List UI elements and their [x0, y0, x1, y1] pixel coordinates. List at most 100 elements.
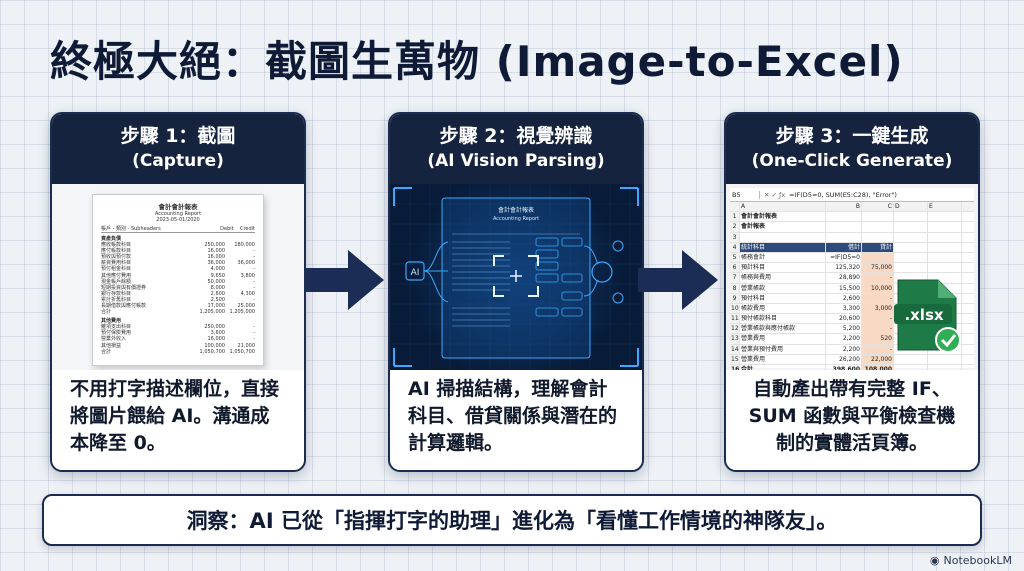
sheet-cell[interactable]: [826, 222, 862, 232]
sheet-cell[interactable]: [928, 354, 962, 364]
sheet-cell[interactable]: 預計科目: [740, 263, 826, 273]
sheet-cell[interactable]: 營業費用: [740, 334, 826, 344]
sheet-cell[interactable]: 20,600: [826, 314, 862, 324]
doc-row-credit: -: [253, 278, 255, 285]
sheet-cell[interactable]: 帳款費用: [740, 303, 826, 314]
sheet-cell[interactable]: 1: [730, 212, 740, 222]
sheet-cell[interactable]: [928, 222, 962, 232]
sheet-cell[interactable]: 9: [730, 293, 740, 303]
sheet-cell[interactable]: -: [862, 344, 894, 354]
sheet-cell[interactable]: 2,200: [826, 344, 862, 354]
sheet-cell[interactable]: [928, 365, 962, 370]
sheet-cell[interactable]: [928, 293, 962, 303]
sheet-cell[interactable]: [928, 263, 962, 273]
sheet-cell[interactable]: 帳務與費用: [740, 273, 826, 283]
sheet-cell[interactable]: 8: [730, 283, 740, 293]
formula-text: =IF(D5=0, SUM(E5:C28), "Error"): [789, 190, 897, 199]
sheet-cell[interactable]: [928, 324, 962, 334]
sheet-cell[interactable]: 營業帳款: [740, 283, 826, 293]
sheet-cell[interactable]: 5,200: [826, 324, 862, 334]
sheet-cell[interactable]: 預付科目: [740, 293, 826, 303]
sheet-cell[interactable]: 3,000: [862, 303, 894, 314]
sheet-cell[interactable]: -: [862, 273, 894, 283]
sheet-cell[interactable]: 125,320: [826, 263, 862, 273]
sheet-cell[interactable]: 3: [730, 232, 740, 242]
spreadsheet: B5 ✕ ✓ ƒx =IF(D5=0, SUM(E5:C28), "Error"…: [730, 188, 974, 370]
sheet-cell[interactable]: 15,500: [826, 283, 862, 293]
sheet-cell[interactable]: -: [862, 314, 894, 324]
sheet-cell[interactable]: 12: [730, 324, 740, 334]
sheet-cell[interactable]: [928, 242, 962, 252]
sheet-cell[interactable]: [928, 232, 962, 242]
sheet-cell[interactable]: [928, 283, 962, 293]
sheet-cell[interactable]: 營業費用: [740, 354, 826, 364]
sheet-cell[interactable]: 14: [730, 344, 740, 354]
sheet-cell[interactable]: 22,000: [862, 354, 894, 364]
sheet-cell[interactable]: [928, 314, 962, 324]
sheet-cell[interactable]: [928, 334, 962, 344]
sheet-cell[interactable]: 2,200: [826, 334, 862, 344]
sheet-cell[interactable]: 7: [730, 273, 740, 283]
sheet-cell[interactable]: 520: [862, 334, 894, 344]
insight-banner: 洞察：AI 已從「指揮打字的助理」進化為「看懂工作情境的神隊友」。: [42, 494, 982, 546]
sheet-cell[interactable]: 借計: [826, 242, 862, 252]
sheet-cell[interactable]: 4: [730, 242, 740, 252]
sheet-cell[interactable]: E: [928, 202, 962, 212]
sheet-cell[interactable]: 會計報表: [740, 222, 826, 232]
sheet-cell[interactable]: [894, 242, 928, 252]
sheet-cell[interactable]: 13: [730, 334, 740, 344]
sheet-cell[interactable]: [894, 252, 928, 263]
sheet-cell[interactable]: [928, 303, 962, 314]
sheet-cell[interactable]: 2,600: [826, 293, 862, 303]
sheet-cell[interactable]: [894, 212, 928, 222]
sheet-cell[interactable]: C: [862, 202, 894, 212]
sheet-cell[interactable]: [928, 212, 962, 222]
sheet-cell[interactable]: 16: [730, 365, 740, 370]
sheet-cell[interactable]: 帳務會計: [740, 252, 826, 263]
sheet-cell[interactable]: 28,890: [826, 273, 862, 283]
sheet-cell[interactable]: =IF(D5=0: [826, 252, 862, 263]
sheet-cell[interactable]: 15: [730, 354, 740, 364]
sheet-cell[interactable]: [862, 252, 894, 263]
sheet-cell[interactable]: [826, 232, 862, 242]
sheet-cell[interactable]: [894, 232, 928, 242]
sheet-cell[interactable]: 營業帳款與應付帳款: [740, 324, 826, 334]
sheet-cell[interactable]: [826, 212, 862, 222]
sheet-cell[interactable]: [894, 222, 928, 232]
sheet-cell[interactable]: 75,000: [862, 263, 894, 273]
sheet-cell[interactable]: -: [862, 324, 894, 334]
sheet-cell[interactable]: 6: [730, 263, 740, 273]
sheet-cell[interactable]: 10: [730, 303, 740, 314]
sheet-cell[interactable]: 統計科目: [740, 242, 826, 252]
sheet-cell[interactable]: 108,000: [862, 365, 894, 370]
sheet-cell[interactable]: [928, 252, 962, 263]
sheet-cell[interactable]: -: [862, 293, 894, 303]
sheet-cell[interactable]: 398,600: [826, 365, 862, 370]
sheet-cell[interactable]: [862, 212, 894, 222]
sheet-cell[interactable]: A: [740, 202, 826, 212]
sheet-cell[interactable]: 26,200: [826, 354, 862, 364]
sheet-cell[interactable]: 11: [730, 314, 740, 324]
sheet-cell[interactable]: 10,000: [862, 283, 894, 293]
sheet-cell[interactable]: B: [826, 202, 862, 212]
sheet-cell[interactable]: 合計: [740, 365, 826, 370]
sheet-cell[interactable]: D: [894, 202, 928, 212]
sheet-cell[interactable]: 預付帳款科目: [740, 314, 826, 324]
sheet-cell[interactable]: [928, 273, 962, 283]
sheet-cell[interactable]: [862, 222, 894, 232]
sheet-cell[interactable]: 3,300: [826, 303, 862, 314]
sheet-cell[interactable]: 5: [730, 252, 740, 263]
sheet-cell[interactable]: [862, 232, 894, 242]
sheet-cell[interactable]: [894, 354, 928, 364]
sheet-cell[interactable]: [928, 344, 962, 354]
sheet-cell[interactable]: 貸計: [862, 242, 894, 252]
sheet-cell[interactable]: 2: [730, 222, 740, 232]
sheet-cell[interactable]: [740, 232, 826, 242]
sheet-cell[interactable]: 會計會計報表: [740, 212, 826, 222]
sheet-cell[interactable]: [730, 202, 740, 212]
sheet-cell[interactable]: [894, 263, 928, 273]
sheet-cell[interactable]: [894, 365, 928, 370]
sheet-cell[interactable]: [894, 273, 928, 283]
vision-doc-title: 會計會計報表: [498, 206, 534, 214]
sheet-cell[interactable]: 營業與預付費用: [740, 344, 826, 354]
